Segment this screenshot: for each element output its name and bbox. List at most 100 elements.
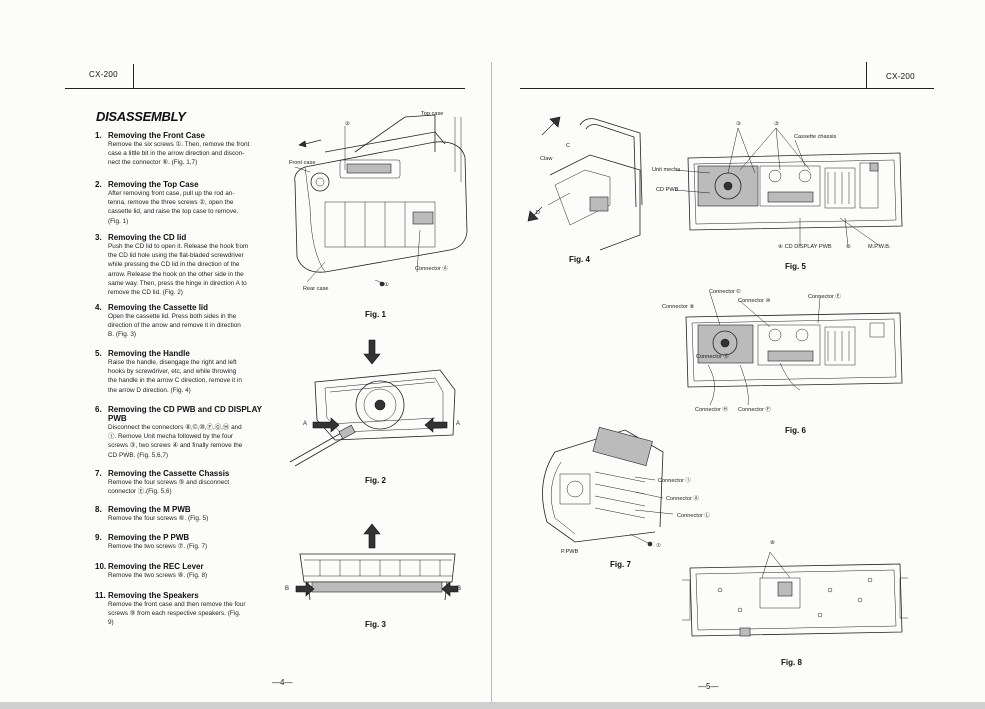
step-title: Removing the REC Lever — [108, 562, 204, 571]
step-body-line: Remove the two screws ⑧. (Fig. 8) — [108, 572, 208, 579]
left-header-tick — [133, 64, 134, 88]
step-heading: 5. Removing the Handle — [95, 349, 263, 358]
fig5-screw6-label: ⑥ — [846, 244, 852, 250]
fig8-screw8-label: ⑧ — [770, 540, 776, 546]
fig7-illustration — [542, 426, 674, 547]
fig7-connector-a-label: Connector Ⓐ — [666, 496, 699, 502]
page-title: DISASSEMBLY — [96, 109, 186, 124]
step-title: Removing the CD PWB and CD DISPLAY — [108, 405, 262, 414]
step-body: Remove the four screws ⑥. (Fig. 5) — [95, 514, 263, 523]
bottom-scan-band — [0, 702, 985, 709]
right-model-label: CX-200 — [886, 72, 915, 81]
fig7-ppwb-label: P.PWB — [561, 549, 579, 555]
fig5-unit-mecha-label: Unit mecha — [652, 167, 681, 173]
fig6-connector-c-label: Connector © — [709, 289, 741, 295]
step-body: Disconnect the connectors ⑧,©,⑩,Ⓕ,Ⓖ,Ⓗ an… — [95, 423, 263, 460]
step-body-line: Push the CD lid to open it. Release the … — [108, 243, 249, 250]
fig4-illustration — [527, 116, 643, 251]
step-body-line: remove the CD lid. (Fig. 2) — [108, 289, 183, 297]
fig6-illustration — [685, 292, 903, 406]
step-title-continued: PWB — [108, 414, 127, 423]
step-body-line: direction of the arrow and remove it in … — [108, 322, 241, 330]
fig2-a-right-label: A — [456, 421, 461, 427]
fig1-caption: Fig. 1 — [365, 310, 386, 319]
fig1-screw1-label: ① — [384, 282, 390, 288]
step-heading: 3.Removing the CD lid — [95, 233, 263, 242]
step-heading: 10.Removing the REC Lever — [95, 562, 263, 571]
fig5-illustration — [674, 127, 903, 247]
step-body-line: screws ③, two screws ④ and finally remov… — [108, 442, 243, 450]
step-body-line: Ⓘ. Remove Unit mecha followed by the fou… — [108, 433, 234, 441]
step-body-line: After removing front case, pull up the r… — [108, 190, 235, 197]
step-body-line: Remove the six screws ①. Then, remove th… — [108, 141, 250, 148]
step-heading: 2. Removing the Top Case — [95, 180, 263, 189]
fig1-front-case-label: Front case — [289, 160, 316, 166]
step-body-line: nect the connector ⑥. (Fig. 1,7) — [108, 159, 198, 167]
step-body-line: the CD lid hole using the flat-bladed sc… — [108, 252, 244, 260]
fig7-screw7-label: ⑦ — [656, 543, 662, 549]
right-header-rule — [520, 88, 934, 89]
step-title: Removing the Front Case — [108, 131, 205, 140]
fig7-caption: Fig. 7 — [610, 560, 631, 569]
fig8-illustration — [682, 551, 908, 637]
fig4-c-label: C — [566, 143, 571, 149]
fig1-rear-case-label: Rear case — [303, 286, 329, 292]
fig3-b-right-label: B — [457, 586, 462, 592]
step-body-line: cassette lid, and raise the top case to … — [108, 208, 239, 216]
step-number: 2. — [95, 180, 102, 189]
step-title: Removing the P PWB — [108, 533, 190, 542]
fig3-illustration — [295, 523, 459, 601]
fig5-screw3-label-a: ③ — [736, 121, 742, 127]
step-heading: 6.Removing the CD PWB and CD DISPLAY — [95, 405, 263, 414]
step-heading: 11.Removing the Speakers — [95, 591, 263, 600]
step-body: Remove the two screws ⑦. (Fig. 7) — [95, 542, 263, 551]
step-title: Removing the Top Case — [108, 180, 199, 189]
step-number: 8. — [95, 505, 102, 514]
step-body: Remove the six screws ①. Then, remove th… — [95, 140, 263, 168]
fig5-cassette-chassis-label: Cassette chassis — [794, 134, 837, 140]
step-heading: 4.Removing the Cassette lid — [95, 303, 263, 312]
step-title: Removing the Handle — [108, 349, 190, 358]
step-number: 10. — [95, 562, 107, 571]
step-body-line: (Fig. 1) — [108, 217, 129, 225]
step-number: 3. — [95, 233, 102, 242]
step-body-line: the arrow D direction. (Fig. 4) — [108, 386, 191, 394]
step-body-line: arrow. Release the hook on the other sid… — [108, 270, 244, 278]
fig2-caption: Fig. 2 — [365, 476, 386, 485]
step-body-line: Remove the two screws ⑦. (Fig. 7) — [108, 543, 208, 550]
step-body-line: Remove the four screws ⑤ and disconnect — [108, 479, 230, 486]
step-number: 5. — [95, 349, 102, 358]
step-title: Removing the M PWB — [108, 505, 191, 514]
fig6-connector-f-label: Connector Ⓕ — [738, 407, 771, 413]
fig1-screw2-label: ② — [345, 121, 351, 127]
step-heading: 7.Removing the Cassette Chassis — [95, 469, 263, 478]
fig5-caption: Fig. 5 — [785, 262, 806, 271]
step-body-line: Remove the four screws ⑥. (Fig. 5) — [108, 515, 209, 522]
step-body-line: case a little bit in the arrow direction… — [108, 150, 245, 158]
step-number: 7. — [95, 469, 102, 478]
step-body-line: screws ⑨ from each respective speakers. … — [108, 610, 241, 618]
fig6-caption: Fig. 6 — [785, 426, 806, 435]
step-body-line: connector Ⓔ.(Fig. 5,6) — [108, 488, 172, 496]
fig6-connector-d-label: Connector ⑩ — [738, 298, 771, 304]
fig5-cd-pwb-label: CD PWB — [656, 187, 679, 193]
fig1-connector-a-label: Connector Ⓐ — [415, 266, 448, 272]
left-page-number: —4— — [272, 678, 293, 687]
step-number: 4. — [95, 303, 102, 312]
fig4-caption: Fig. 4 — [569, 255, 590, 264]
step-body-line: while pressing the CD lid in the directi… — [108, 261, 240, 269]
fig5-mpwb-label: M.P.W.B. — [868, 244, 891, 250]
step-body: Open the cassette lid. Press both sides … — [95, 312, 263, 340]
step-title: Removing the Speakers — [108, 591, 199, 600]
step-body: Push the CD lid to open it. Release the … — [95, 242, 263, 297]
fig5-cd-display-label: ④ CD DISPLAY PWB — [778, 244, 832, 250]
